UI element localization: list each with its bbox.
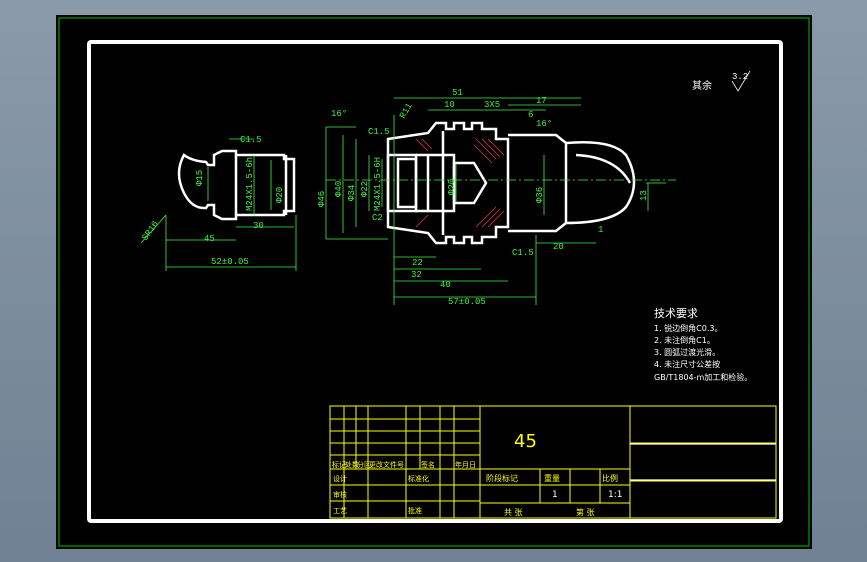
tb-header-1: 标记 bbox=[332, 460, 346, 469]
tb-role-3: 工艺 bbox=[333, 507, 347, 515]
d20-label: Φ20 bbox=[447, 179, 457, 195]
d40-label: Φ40 bbox=[334, 181, 344, 197]
cad-canvas: C1.5 Φ15 M24X1.5-6h Φ20 SR16 30 45 52±0.… bbox=[58, 17, 810, 547]
c15a-label: C1.5 bbox=[368, 127, 390, 137]
title-block-grid bbox=[329, 405, 777, 519]
tech-item-4: 4. 未注尺寸公差按 bbox=[654, 359, 720, 369]
left-len45-label: 45 bbox=[204, 234, 215, 244]
tech-item-3: 3. 圆弧过渡光滑。 bbox=[654, 347, 720, 357]
len32-label: 32 bbox=[411, 270, 422, 280]
d20b-label: 20 bbox=[553, 242, 564, 252]
left-dia20-label: Φ20 bbox=[275, 187, 285, 203]
dim3x5-label: 3X5 bbox=[484, 100, 500, 110]
title-block-white-lines bbox=[630, 443, 776, 481]
qty-value: 1 bbox=[552, 490, 558, 500]
dim17-label: 17 bbox=[536, 96, 547, 106]
c15b-label: C1.5 bbox=[512, 248, 534, 258]
tb-role-5: 批准 bbox=[408, 506, 422, 515]
tech-item-1: 1. 锐边倒角C0.3。 bbox=[654, 323, 722, 333]
angle16b-label: 16° bbox=[536, 119, 552, 129]
tb-header-4: 更改文件号 bbox=[369, 460, 404, 469]
r11-label: R11 bbox=[398, 101, 415, 120]
d22-label: Φ22 bbox=[360, 181, 370, 197]
len57-label: 57±0.05 bbox=[448, 297, 486, 307]
roughness-value: 3.2 bbox=[732, 72, 748, 82]
tb-header-6: 年月日 bbox=[455, 460, 476, 469]
left-chamfer-label: C1.5 bbox=[240, 135, 262, 145]
weight-label: 重量 bbox=[544, 473, 560, 483]
roughness-symbol bbox=[731, 70, 751, 92]
thread2-label: M24X1.5-6H bbox=[373, 157, 383, 211]
left-len30-label: 30 bbox=[253, 221, 264, 231]
drawing-viewport[interactable]: C1.5 Φ15 M24X1.5-6h Φ20 SR16 30 45 52±0.… bbox=[56, 15, 812, 549]
d36-label: Φ36 bbox=[535, 187, 545, 203]
inner-frame bbox=[87, 40, 783, 523]
scale-label: 比例 bbox=[602, 473, 618, 483]
dim6-label: 6 bbox=[528, 110, 533, 120]
stage-label: 阶段标记 bbox=[486, 473, 518, 483]
left-dia15-label: Φ15 bbox=[195, 170, 205, 186]
c2-label: C2 bbox=[372, 213, 383, 223]
left-len52-label: 52±0.05 bbox=[211, 257, 249, 267]
left-thread-label: M24X1.5-6h bbox=[245, 157, 255, 211]
scale-value: 1:1 bbox=[608, 490, 622, 500]
section-hatch bbox=[415, 138, 505, 228]
tb-header-3: 分区 bbox=[357, 460, 371, 469]
left-part-dims bbox=[140, 138, 297, 271]
right-part-dims bbox=[325, 97, 676, 305]
tech-item-5: GB/T1804-m加工和检验。 bbox=[654, 372, 752, 382]
d13-label: 13 bbox=[639, 190, 649, 201]
tb-role-4: 标准化 bbox=[408, 474, 429, 483]
right-part-drawing bbox=[386, 121, 636, 245]
sheet-label: 共 张 bbox=[504, 508, 523, 517]
tb-header-5: 签名 bbox=[421, 460, 435, 469]
material-label: 45 bbox=[514, 431, 537, 452]
left-part-drawing bbox=[177, 149, 296, 221]
left-radius-label: SR16 bbox=[140, 219, 161, 242]
d1-label: 1 bbox=[598, 225, 603, 235]
d46-label: Φ46 bbox=[317, 191, 327, 207]
tech-title: 技术要求 bbox=[654, 307, 698, 320]
tb-role-1: 设计 bbox=[333, 474, 347, 483]
len22-label: 22 bbox=[412, 258, 423, 268]
tb-header-2: 处数 bbox=[345, 460, 359, 469]
sheet-no-label: 第 张 bbox=[576, 507, 595, 517]
dim51-label: 51 bbox=[452, 88, 463, 98]
roughness-label: 其余 bbox=[692, 79, 712, 92]
tb-role-2: 审核 bbox=[333, 490, 347, 499]
d34-label: Φ34 bbox=[347, 185, 357, 201]
dim10-label: 10 bbox=[444, 100, 455, 110]
angle16a-label: 16° bbox=[331, 109, 347, 119]
tech-item-2: 2. 未注倒角C1。 bbox=[654, 335, 715, 345]
outer-frame bbox=[58, 17, 810, 547]
len40-label: 40 bbox=[440, 280, 451, 290]
